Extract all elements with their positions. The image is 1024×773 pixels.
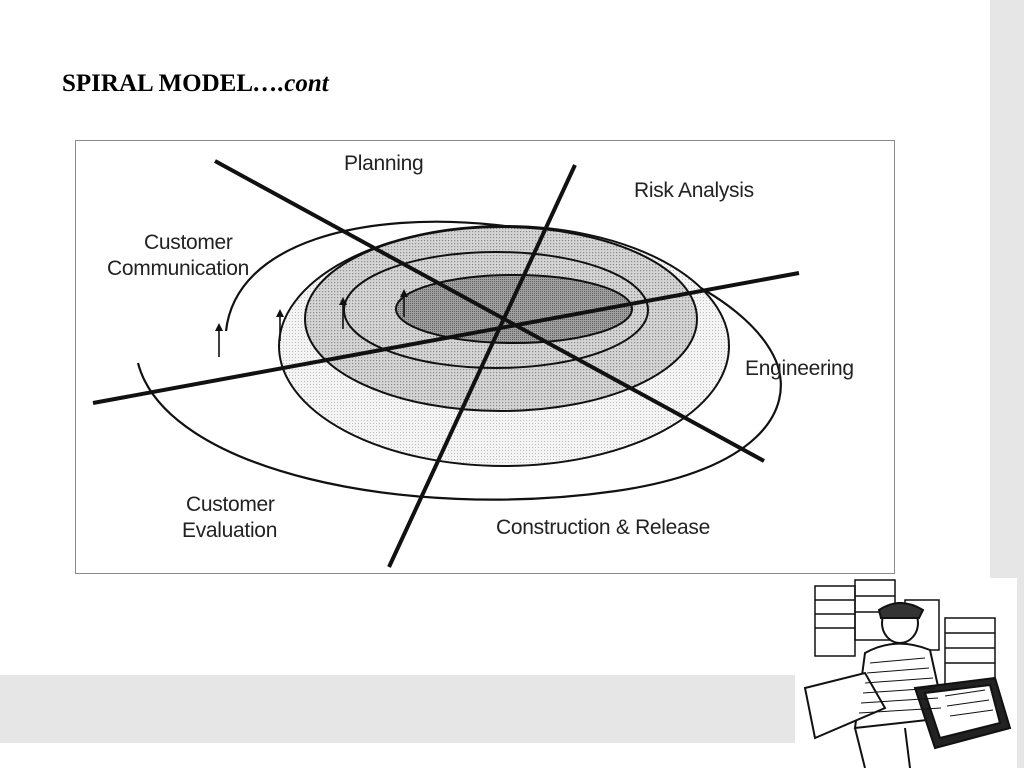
bottom-footer-band: [0, 675, 795, 743]
worker-clipart-icon: [795, 578, 1017, 769]
label-engineering: Engineering: [745, 357, 854, 380]
axis-line-planning: [214, 159, 765, 463]
spiral-model-diagram: Planning Risk Analysis Customer Communic…: [75, 140, 895, 574]
slide-title-suffix: ….cont: [253, 70, 329, 97]
label-customer-evaluation-2: Evaluation: [182, 519, 277, 542]
axis-line-risk: [387, 164, 577, 568]
label-customer-evaluation-1: Customer: [186, 493, 275, 516]
spiral-diagram-svg: Planning Risk Analysis Customer Communic…: [92, 152, 854, 568]
label-risk-analysis: Risk Analysis: [634, 179, 754, 202]
spiral-outer-arc: [136, 220, 782, 501]
label-customer-communication-1: Customer: [144, 231, 233, 254]
axis-line-engineering: [92, 271, 800, 405]
slide-title: SPIRAL MODEL….cont: [62, 70, 329, 98]
label-construction-release: Construction & Release: [496, 516, 710, 539]
slide-title-main: SPIRAL MODEL: [62, 70, 254, 97]
label-customer-communication-2: Communication: [107, 257, 249, 280]
label-planning: Planning: [344, 152, 423, 175]
